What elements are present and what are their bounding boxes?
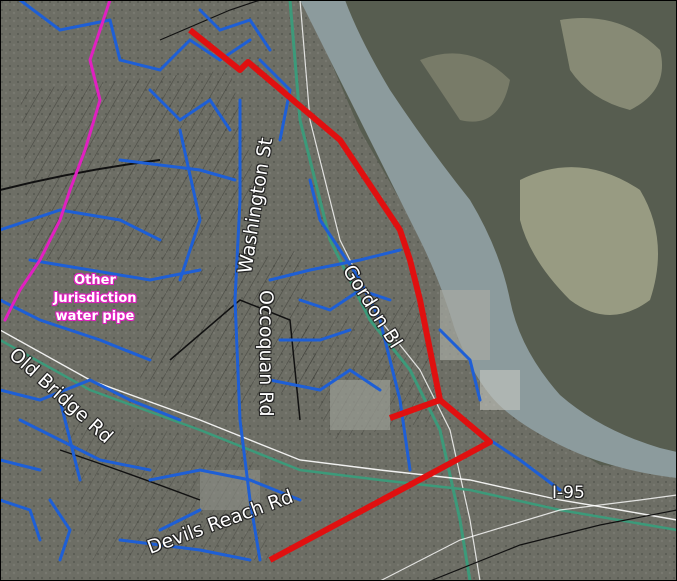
proposed-water-main — [188, 27, 493, 563]
street-label-occoquan: Occoquan Rd — [255, 290, 277, 417]
juris-label-line1: Other — [74, 273, 116, 288]
other-jurisdiction-label: Other Jurisdiction water pipe — [40, 272, 150, 326]
rail-line — [288, 0, 472, 581]
highway-i95 — [0, 329, 677, 521]
field-area-2 — [560, 18, 662, 110]
other-jurisdiction-pipe — [3, 0, 112, 322]
occoquan-river — [300, 0, 677, 478]
field-area — [520, 167, 658, 315]
juris-label-line3: water pipe — [55, 309, 135, 324]
juris-label-line2: Jurisdiction — [53, 291, 137, 306]
water-pipe-network — [0, 0, 562, 562]
highway-label-i95: I-95 — [552, 483, 585, 503]
